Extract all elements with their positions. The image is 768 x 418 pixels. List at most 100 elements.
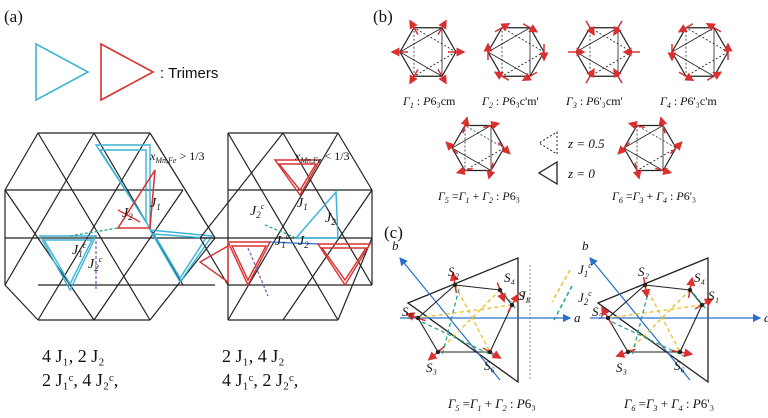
spin-arrow xyxy=(521,71,538,81)
spin-label: S₅ xyxy=(402,304,413,319)
spin-arrow xyxy=(678,71,695,81)
c-legend: J1c J2c xyxy=(551,261,592,321)
spin-arrow xyxy=(655,166,673,175)
hexagon-gamma5 xyxy=(445,116,511,180)
spin-label: S₆ xyxy=(674,358,685,373)
axis-a-label: a xyxy=(764,310,768,325)
spin-arrow xyxy=(627,121,645,130)
spin-structure-gamma6: S₁ S₂ S₃ S₄ S₅ S₆ a b xyxy=(582,238,768,384)
hexagon-gamma6 xyxy=(617,116,683,180)
svg-text:J2: J2 xyxy=(325,211,336,227)
spin-arrow xyxy=(677,23,694,33)
couplings-right xyxy=(247,224,319,297)
spin-arrow xyxy=(669,141,683,155)
spin-arrow xyxy=(445,141,459,155)
svg-text:J2: J2 xyxy=(298,234,309,250)
count-left-line2: 2 J₁ᶜ, 4 J₂ᶜ, xyxy=(42,370,118,390)
spin-label: S₁ xyxy=(708,288,719,303)
spin-label: S₃ xyxy=(426,360,437,375)
hexagon-gamma3 xyxy=(568,20,640,84)
spin-arrow xyxy=(460,116,470,134)
couplings-left xyxy=(69,209,141,290)
svg-text:Γ4 : P6'₃c'm: Γ4 : P6'₃c'm xyxy=(659,94,717,110)
dashed-triangle-icon xyxy=(538,131,558,155)
spin-label: S₃ xyxy=(616,360,627,375)
axis-b-label: b xyxy=(582,238,589,253)
spin-arrow xyxy=(522,23,539,33)
svg-text:J2: J2 xyxy=(122,206,133,222)
spin-arrow xyxy=(437,19,447,36)
svg-text:Γ3 : P6'₃cm': Γ3 : P6'₃cm' xyxy=(565,94,623,110)
irrep-hexagons xyxy=(390,19,733,180)
z-solid-label: z = 0 xyxy=(567,166,595,181)
spin-label: S₄ xyxy=(504,270,516,285)
svg-text:Γ1 : P6₃cm: Γ1 : P6₃cm xyxy=(402,94,456,110)
spin-label: S₁ xyxy=(518,288,529,303)
count-right-line2: 4 J₁ᶜ, 2 J₂ᶜ, xyxy=(222,370,298,390)
svg-text:J1: J1 xyxy=(150,196,161,212)
svg-text:Γ2 : P6₃c'm': Γ2 : P6₃c'm' xyxy=(481,94,539,110)
cyan-trimer-right xyxy=(294,190,339,239)
spin-arrow xyxy=(486,162,496,180)
spin-arrow xyxy=(632,162,642,180)
spin-arrow xyxy=(409,68,419,85)
trimer-legend: : Trimers xyxy=(35,42,218,102)
z-dashed-label: z = 0.5 xyxy=(567,136,605,151)
svg-text:J1c: J1c xyxy=(578,261,592,279)
spin-arrow xyxy=(455,166,473,175)
red-trimer-left xyxy=(116,169,156,229)
trimers-label: : Trimers xyxy=(160,65,218,82)
svg-text:Γ5 =Γ1 + Γ2 : P6₃: Γ5 =Γ1 + Γ2 : P6₃ xyxy=(437,189,520,205)
svg-text:J1: J1 xyxy=(297,196,308,212)
z-legend: z = 0.5 z = 0 xyxy=(537,131,605,186)
hexagon-gamma1 xyxy=(390,19,466,85)
condition-right: xMn,Fe < 1/3 xyxy=(294,149,350,165)
axis-b-label: b xyxy=(392,238,399,253)
spin-arrow xyxy=(706,71,723,81)
spin-arrow xyxy=(658,116,668,134)
spin-arrow xyxy=(493,71,510,81)
spin-arrow xyxy=(497,141,511,155)
svg-text:Γ6 =Γ3 + Γ4 : P6'₃: Γ6 =Γ3 + Γ4 : P6'₃ xyxy=(611,189,696,205)
axis-a-label: a xyxy=(574,310,581,325)
count-right-line1: 2 J₁, 4 J₂ xyxy=(222,346,285,366)
spin-arrow xyxy=(483,121,501,130)
spin-label: S₂ xyxy=(638,264,650,279)
spin-arrow xyxy=(705,23,722,33)
spin-structure-gamma5: S₁ S₂ S₃ S₄ S₅ S₆ a bJ₃ xyxy=(392,238,581,384)
caption-c-left: Γ5 =Γ1 + Γ2 : P6₃ xyxy=(447,396,536,413)
caption-c-right: Γ6 =Γ3 + Γ4 : P6'₃ xyxy=(623,396,714,413)
spin-arrow xyxy=(585,20,595,36)
spin-label: S₄ xyxy=(694,270,706,285)
red-trimers-right xyxy=(198,159,372,287)
spin-arrow xyxy=(585,68,595,84)
trimer-cyan-icon xyxy=(35,42,90,102)
spin-arrow xyxy=(617,141,631,155)
spin-structures: S₁S₂S₃S₄S₅S₆abJ₃S₁S₂S₃S₄S₅S₆ab xyxy=(392,238,768,384)
svg-text:J2c: J2c xyxy=(578,289,592,307)
spin-arrow xyxy=(437,68,447,85)
spin-arrow xyxy=(613,20,623,36)
coupling-labels-left: J2 J1 J1c J2c xyxy=(72,196,161,273)
spin-arrow xyxy=(613,68,623,84)
solid-triangle-icon xyxy=(537,160,558,186)
spin-label: S₅ xyxy=(592,304,603,319)
spin-label: S₂ xyxy=(448,264,460,279)
svg-text:J1c: J1c xyxy=(275,232,290,250)
hexagon-gamma4 xyxy=(667,23,733,81)
lattice-right xyxy=(199,132,373,321)
j3-label: J₃ xyxy=(520,288,530,303)
panel-label-b: (b) xyxy=(373,7,393,26)
lattice-left xyxy=(4,132,216,321)
panel-label-a: (a) xyxy=(4,7,23,26)
spin-label: S₆ xyxy=(484,358,495,373)
trimer-red-icon xyxy=(100,42,155,102)
spin-arrow xyxy=(409,19,419,36)
spin-arrow xyxy=(494,23,511,33)
count-left-line1: 4 J₁, 2 J₂ xyxy=(42,346,105,366)
condition-left: xMn,Fe > 1/3 xyxy=(149,149,205,165)
svg-text:J2c: J2c xyxy=(250,202,265,220)
cyan-trimers-left xyxy=(38,144,214,292)
panel-label-c: (c) xyxy=(384,223,403,242)
